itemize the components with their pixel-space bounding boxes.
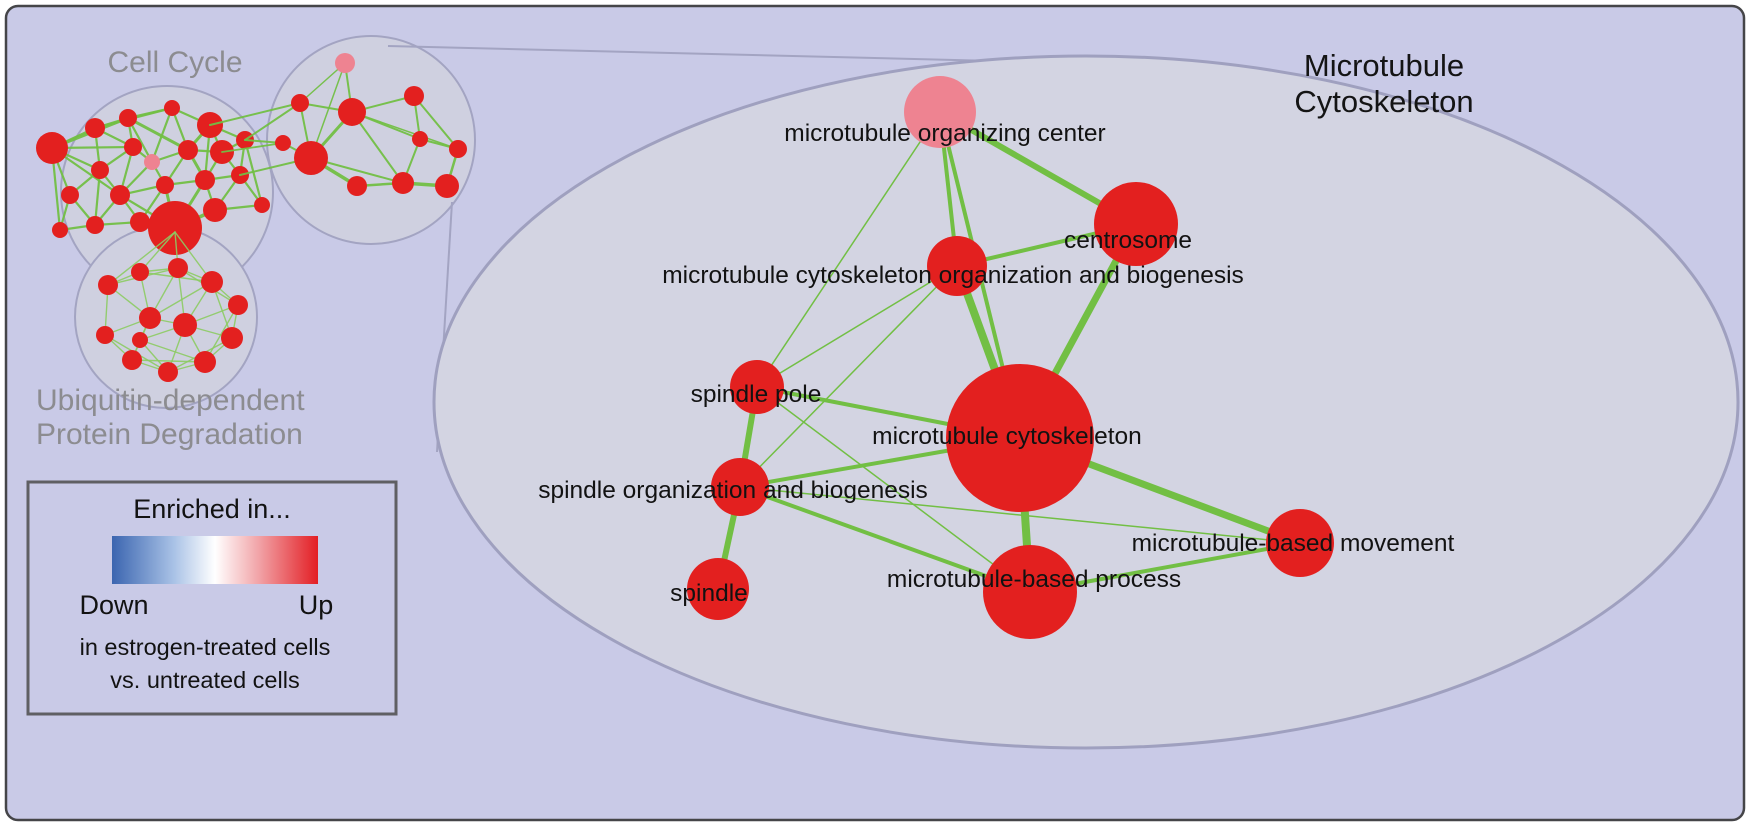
cell-cycle-node[interactable] [124, 138, 142, 156]
cell-cycle-node[interactable] [144, 154, 160, 170]
zoom-edge [756, 265, 958, 388]
cell-cycle-title: Cell Cycle [107, 46, 242, 79]
microtubule-small-node[interactable] [275, 135, 291, 151]
ubiquitin-node[interactable] [221, 327, 243, 349]
ubiquitin-title-line2: Protein Degradation [36, 418, 303, 451]
microtubule-title-line2: Cytoskeleton [1294, 84, 1473, 119]
ubiquitin-node[interactable] [201, 271, 223, 293]
cell-cycle-node[interactable] [85, 118, 105, 138]
microtubule-small-edge [209, 102, 301, 126]
ubiquitin-node[interactable] [194, 351, 216, 373]
centrosome-label: centrosome [1064, 227, 1192, 254]
microtubule-small-edge [221, 142, 284, 153]
microtubule-small-edge [299, 62, 346, 104]
legend-up-label: Up [299, 590, 334, 620]
cell-cycle-edge [150, 106, 174, 164]
microtubule-small-node[interactable] [392, 172, 414, 194]
microtubule-small-edge [351, 111, 459, 150]
microtubule-small-edge [244, 102, 301, 141]
microtubule-small-node[interactable] [435, 174, 459, 198]
cell-cycle-node[interactable] [156, 176, 174, 194]
microtubule-small-node[interactable] [412, 131, 428, 147]
microtubule-small-edge [413, 95, 459, 150]
cell-cycle-node[interactable] [110, 185, 130, 205]
spindle-label: spindle [670, 580, 748, 607]
cell-cycle-node[interactable] [178, 140, 198, 160]
microtubule-based-movement-node[interactable] [1266, 509, 1334, 577]
ubiquitin-node[interactable] [173, 313, 197, 337]
zoom-edge [739, 265, 958, 488]
zoom-edge [756, 386, 1031, 593]
microtubule-small-node[interactable] [291, 94, 309, 112]
ubiquitin-node[interactable] [132, 332, 148, 348]
spindle-node[interactable] [687, 558, 749, 620]
ubiquitin-node[interactable] [228, 295, 248, 315]
legend-box [26, 480, 398, 716]
microtubule-small-node[interactable] [338, 98, 366, 126]
microtubule-organizing-center-label: microtubule organizing center [784, 120, 1105, 147]
cell-cycle-node[interactable] [164, 100, 180, 116]
spindle-organization-and-biogenesis-label: spindle organization and biogenesis [538, 477, 928, 504]
cell-cycle-node[interactable] [148, 201, 202, 255]
ubiquitin-network [96, 231, 248, 382]
microtubule-small-node[interactable] [294, 141, 328, 175]
cell-cycle-node[interactable] [36, 132, 68, 164]
ubiquitin-title-line1: Ubiquitin-dependent [36, 384, 305, 417]
ubiquitin-node[interactable] [131, 263, 149, 281]
cell-cycle-node[interactable] [52, 222, 68, 238]
legend-down-label: Down [79, 590, 148, 620]
microtubule-zoom-ellipse [432, 54, 1740, 750]
cell-cycle-edge [93, 168, 102, 227]
legend-caption-line1: in estrogen-treated cells [80, 634, 331, 660]
cell-cycle-node[interactable] [254, 197, 270, 213]
zoom-edge [756, 111, 941, 388]
ubiquitin-edge [107, 231, 176, 286]
zoom-edge [738, 485, 1032, 594]
microtubule-small-node[interactable] [449, 140, 467, 158]
microtubule-based-movement-label: microtubule-based movement [1132, 530, 1455, 557]
microtubule-cytoskeleton-label: microtubule cytoskeleton [872, 423, 1142, 450]
legend-caption-line2: vs. untreated cells [110, 667, 299, 693]
microtubule-title-line1: Microtubule [1304, 48, 1464, 83]
cell-cycle-node[interactable] [130, 212, 150, 232]
legend-title: Enriched in... [133, 494, 291, 524]
zoom-edge [739, 486, 1301, 544]
ubiquitin-node[interactable] [96, 326, 114, 344]
microtubule-cytoskeleton-node[interactable] [946, 364, 1094, 512]
microtubule-based-process-label: microtubule-based process [887, 566, 1181, 593]
microtubule-cytoskeleton-organization-and-biogenesis-label: microtubule cytoskeleton organization an… [662, 262, 1244, 289]
spindle-organization-and-biogenesis-node[interactable] [711, 458, 769, 516]
legend: Enriched in... Down Up in estrogen-treat… [26, 480, 398, 716]
ubiquitin-node[interactable] [168, 258, 188, 278]
microtubule-zoom-network: microtubule organizing center centrosome m… [538, 76, 1455, 639]
zoom-cone-line-top [387, 45, 996, 62]
cell-cycle-network [36, 100, 270, 255]
ubiquitin-edge [131, 359, 206, 363]
microtubule-based-process-node[interactable] [983, 545, 1077, 639]
microtubule-small-node[interactable] [335, 53, 355, 73]
cell-cycle-node[interactable] [119, 109, 137, 127]
ubiquitin-node[interactable] [139, 307, 161, 329]
ubiquitin-node[interactable] [98, 275, 118, 295]
legend-gradient-bar [112, 536, 318, 584]
spindle-pole-label: spindle pole [691, 381, 822, 408]
cell-cycle-node[interactable] [61, 186, 79, 204]
ubiquitin-node[interactable] [122, 350, 142, 370]
microtubule-small-node[interactable] [347, 176, 367, 196]
ubiquitin-node[interactable] [158, 362, 178, 382]
cell-cycle-node[interactable] [86, 216, 104, 234]
microtubule-small-network [209, 53, 467, 198]
microtubule-organizing-center-node[interactable] [904, 76, 976, 148]
cell-cycle-node[interactable] [91, 161, 109, 179]
cell-cycle-node[interactable] [203, 198, 227, 222]
spindle-pole-node[interactable] [730, 360, 784, 414]
cell-cycle-edge [126, 116, 190, 152]
microtubule-cytoskeleton-organization-and-biogenesis-node[interactable] [927, 236, 987, 296]
centrosome-node[interactable] [1094, 182, 1178, 266]
cell-cycle-node[interactable] [195, 170, 215, 190]
ubiquitin-edge [149, 281, 213, 319]
microtubule-small-node[interactable] [404, 86, 424, 106]
microtubule-small-edge [351, 111, 404, 184]
